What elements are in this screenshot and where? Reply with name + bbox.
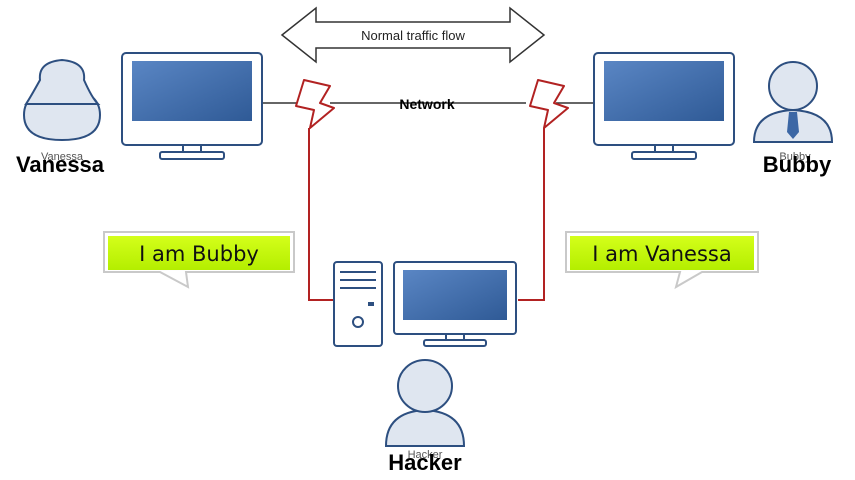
hacker-ghost-label: Hacker (408, 449, 443, 461)
network-link: Network (262, 96, 594, 112)
right-interception-wire (518, 128, 545, 301)
speech-bubble-left: I am Bubby (103, 231, 295, 289)
bubby-ghost-label: Bubby (779, 151, 811, 163)
bubby-person-icon: Bubby (752, 61, 834, 163)
speech-bubble-right-text: I am Vanessa (592, 242, 731, 266)
vanessa-person-icon: Vanessa (22, 58, 102, 163)
lightning-bolt-right-icon (529, 79, 569, 129)
monitor-bubby-icon (593, 52, 735, 160)
hacker-label: Hacker (388, 450, 462, 475)
vanessa-ghost-label: Vanessa (41, 151, 84, 163)
traffic-flow-arrow: Normal traffic flow (280, 6, 546, 64)
pc-tower-icon (333, 261, 383, 347)
network-label: Network (399, 96, 454, 112)
interception-wires (308, 128, 545, 301)
lightning-bolt-left-icon (295, 79, 335, 129)
vanessa-label: Vanessa (16, 152, 105, 177)
speech-bubble-left-text: I am Bubby (139, 242, 259, 266)
hacker-person-icon: Hacker (384, 359, 466, 461)
monitor-hacker-icon (393, 261, 517, 347)
left-interception-wire (308, 128, 334, 301)
monitor-vanessa-icon (121, 52, 263, 160)
speech-bubble-right: I am Vanessa (565, 231, 759, 290)
bubby-label: Bubby (763, 152, 832, 177)
traffic-flow-label: Normal traffic flow (361, 28, 465, 43)
